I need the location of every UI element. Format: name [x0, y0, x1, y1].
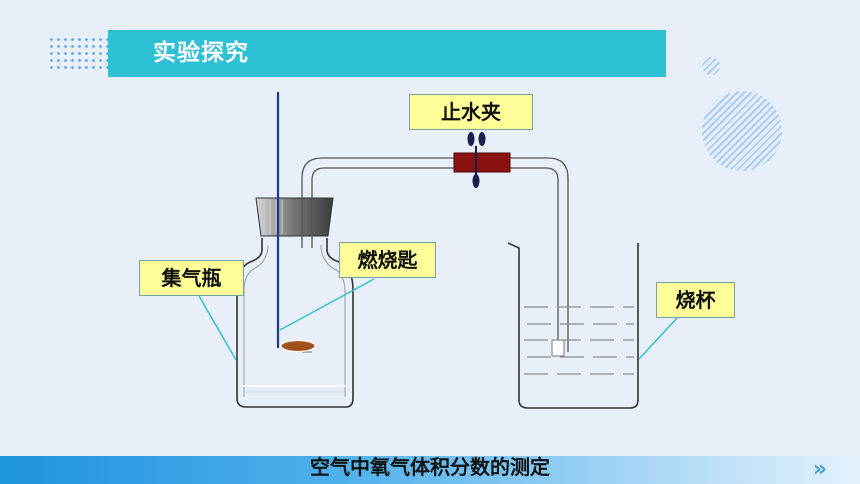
slide-title: 实验探究	[153, 40, 249, 66]
glass-delivery-tube	[301, 157, 569, 352]
label-gas-bottle: 集气瓶	[139, 260, 244, 296]
red-phosphorus	[280, 339, 316, 353]
tube-outlet	[551, 339, 565, 357]
water-clamp-upper-right	[478, 132, 486, 146]
title-bar	[108, 30, 666, 77]
next-arrow-icon[interactable]: »	[812, 457, 828, 482]
label-combustion-spoon: 燃烧匙	[339, 242, 436, 278]
footer-bar	[0, 456, 860, 484]
leader-line-spoon	[279, 278, 375, 331]
decorative-dot-grid	[48, 36, 110, 72]
leader-line-bottle	[198, 295, 237, 361]
decorative-small-circle	[702, 57, 720, 75]
label-water-clamp: 止水夹	[409, 94, 533, 130]
rubber-tube-segment	[453, 152, 511, 173]
gas-bottle-inner-wall	[243, 244, 346, 397]
footer-caption: 空气中氧气体积分数的测定	[310, 455, 550, 479]
decorative-large-circle	[702, 91, 782, 171]
beaker-water	[524, 306, 634, 375]
water-clamp-lower	[472, 174, 480, 188]
water-clamp-upper-left	[467, 132, 475, 146]
beaker-outline	[507, 242, 639, 409]
label-beaker: 烧杯	[656, 282, 735, 318]
gas-bottle-outline	[236, 238, 354, 408]
rubber-stopper	[255, 197, 334, 237]
leader-line-beaker	[638, 316, 679, 360]
